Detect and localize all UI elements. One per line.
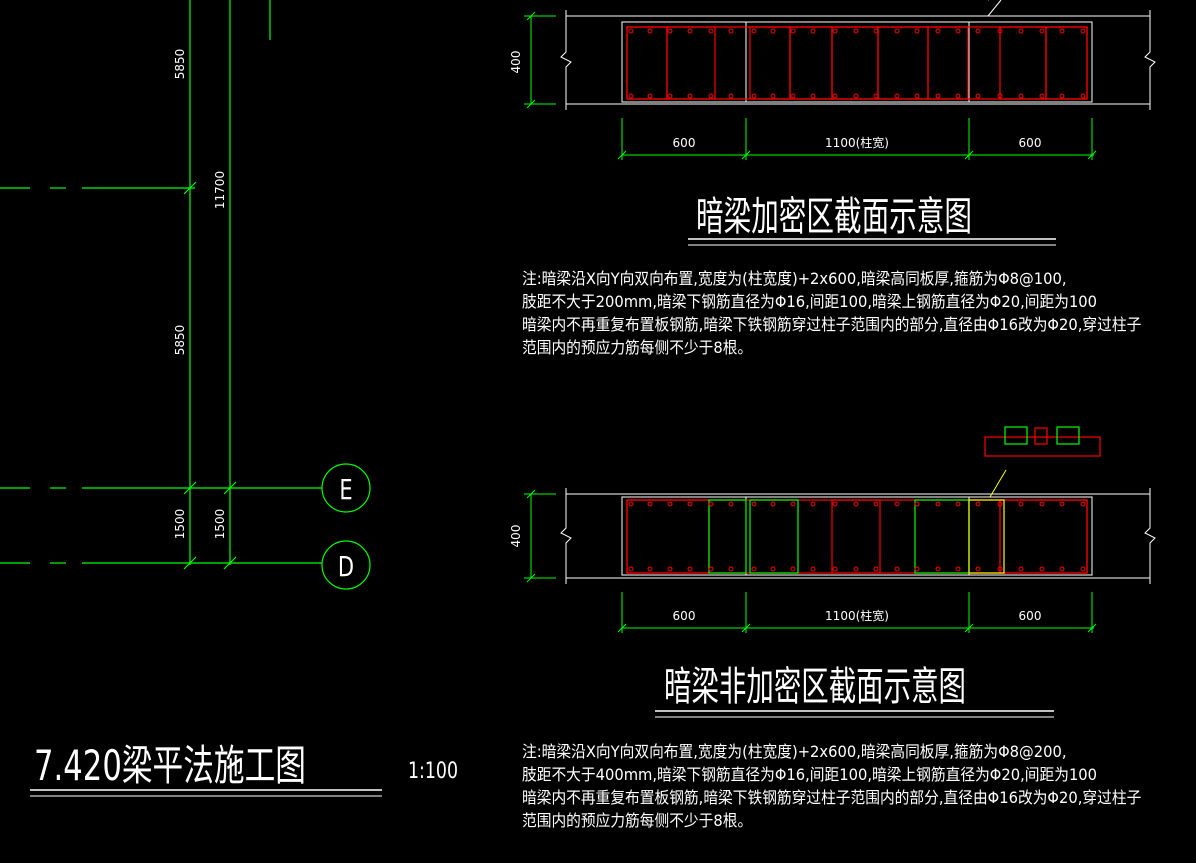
axis-circle-d: [321, 540, 371, 590]
dim-1500-left: 1500: [173, 509, 187, 540]
section-1-height-dim: 400: [509, 51, 523, 74]
section-1-note: 注:暗梁沿X向Y向双向布置,宽度为(柱宽度)+2x600,暗梁高同板厚,箍筋为Φ…: [522, 267, 1141, 359]
axis-bubble-d: D: [321, 540, 371, 590]
vertical-dimensions: 5850 11700 5850 1500 1500: [173, 49, 227, 540]
section-2-title: 暗梁非加密区截面示意图: [664, 664, 966, 710]
section-1-width-dim-left: 600: [673, 136, 696, 150]
axis-grid: [0, 0, 322, 570]
section-1-note-line: 暗梁内不再重复布置板钢筋,暗梁下铁钢筋穿过柱子范围内的部分,直径由Φ16改为Φ2…: [522, 315, 1142, 334]
dim-5850-top: 5850: [173, 49, 187, 80]
section-1-note-line: 肢距不大于200mm,暗梁下钢筋直径为Φ16,间距100,暗梁上钢筋直径为Φ20…: [522, 292, 1098, 311]
drawing-title-block: 7.420梁平法施工图 1:100: [30, 741, 458, 797]
section-2-height-dim: 400: [509, 525, 523, 548]
section-2-note-line: 暗梁内不再重复布置板钢筋,暗梁下铁钢筋穿过柱子范围内的部分,直径由Φ16改为Φ2…: [522, 788, 1142, 807]
section-2-note-line: 范围内的预应力筋每侧不少于8根。: [522, 811, 753, 830]
drawing-title: 7.420梁平法施工图: [34, 741, 306, 790]
axis-circle-e: [321, 463, 371, 513]
section-2-width-dim-left: 600: [673, 609, 696, 623]
section-2-note-line: 注:暗梁沿X向Y向双向布置,宽度为(柱宽度)+2x600,暗梁高同板厚,箍筋为Φ…: [522, 742, 1067, 761]
section-1-note-line: 范围内的预应力筋每侧不少于8根。: [522, 338, 753, 357]
section-2-width-dim-mid: 1100(柱宽): [825, 608, 889, 623]
section-2-note-line: 肢距不大于400mm,暗梁下钢筋直径为Φ16,间距100,暗梁上钢筋直径为Φ20…: [522, 765, 1098, 784]
axis-label-d: D: [338, 550, 354, 583]
dim-1500-right: 1500: [213, 509, 227, 540]
axis-bubble-e: E: [321, 463, 371, 513]
section-1-title: 暗梁加密区截面示意图: [696, 194, 972, 240]
drawing-scale: 1:100: [408, 759, 458, 784]
axis-label-e: E: [339, 473, 352, 506]
dim-5850-mid: 5850: [173, 325, 187, 356]
section-2-marker: [984, 426, 1101, 498]
section-2-drawing: 400 600 1100(柱宽) 600 暗梁非加密区截面示意图: [509, 426, 1156, 718]
section-1-width-dim-right: 600: [1019, 136, 1042, 150]
dim-11700: 11700: [213, 171, 227, 209]
section-1-width-dim-mid: 1100(柱宽): [825, 135, 889, 150]
section-1-note-line: 注:暗梁沿X向Y向双向布置,宽度为(柱宽度)+2x600,暗梁高同板厚,箍筋为Φ…: [522, 269, 1067, 288]
section-2-note: 注:暗梁沿X向Y向双向布置,宽度为(柱宽度)+2x600,暗梁高同板厚,箍筋为Φ…: [522, 740, 1141, 832]
section-1-drawing: 400 600 1100(柱宽) 600 暗梁加密区截面示意图: [509, 0, 1156, 246]
section-2-width-dim-right: 600: [1019, 609, 1042, 623]
